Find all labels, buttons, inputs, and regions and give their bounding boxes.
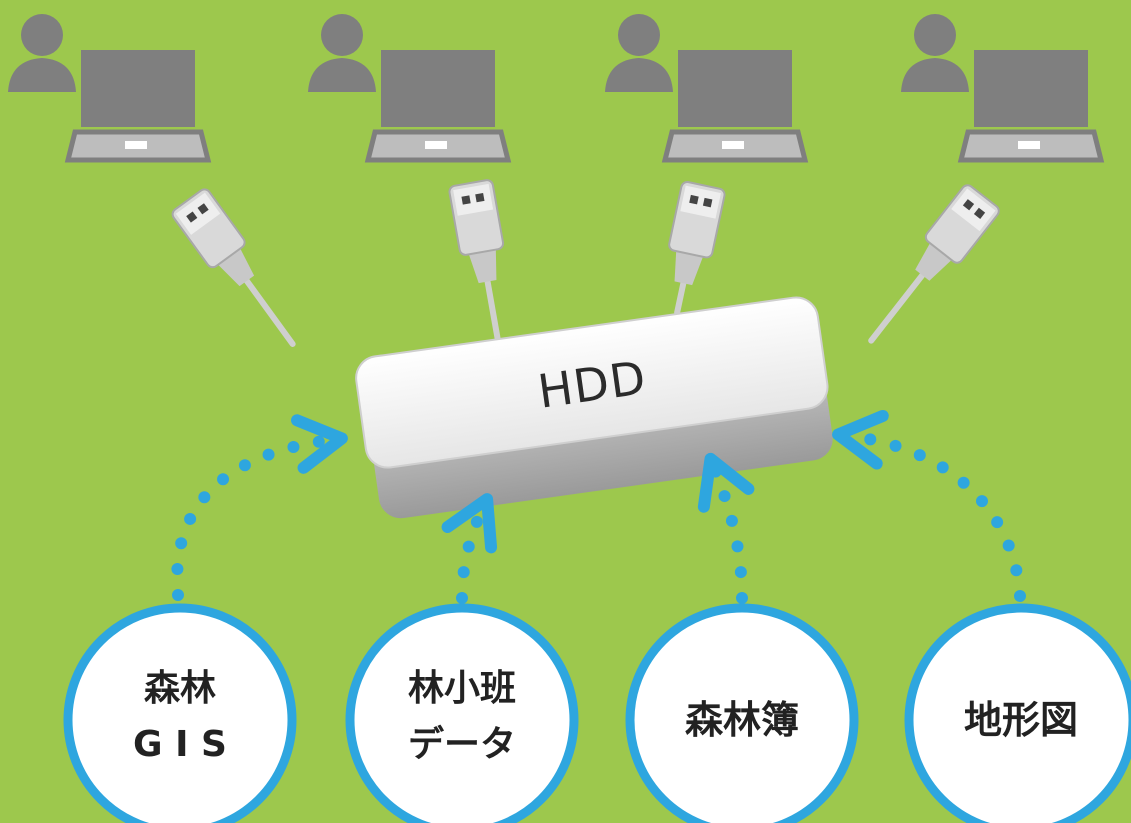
arrow-chikeizu-to-hdd <box>832 409 1026 602</box>
user-laptop-icon <box>605 14 809 163</box>
usb-plug-icon <box>448 179 505 352</box>
user-laptop-icon <box>308 14 512 163</box>
usb-plug-icon <box>668 181 726 316</box>
arrows <box>171 409 1026 604</box>
data-source-gis: 森林 G I S <box>63 603 297 823</box>
data-source-shinrinbo: 森林簿 <box>625 603 859 823</box>
data-source-label: 地形図 <box>964 698 1078 742</box>
data-source-label: 林小班 <box>408 668 516 709</box>
user-laptop-icon <box>901 14 1105 163</box>
data-source-sublabel: データ <box>408 723 516 765</box>
arrow-rinsyohan-to-hdd <box>441 493 498 604</box>
data-source-label: 森林 <box>144 668 216 709</box>
user-laptop-icon <box>8 14 212 163</box>
usb-plug-icon <box>171 188 296 347</box>
data-source-sublabel: G I S <box>133 724 227 765</box>
data-source-rinsyohan: 林小班 データ <box>345 603 579 823</box>
hdd-device-icon: HDD <box>355 296 833 519</box>
data-source-label: 森林簿 <box>685 698 799 742</box>
data-source-chikeizu: 地形図 <box>904 603 1131 823</box>
arrow-shinrinbo-to-hdd <box>697 452 755 604</box>
usb-plug-icon <box>868 184 1000 344</box>
arrow-gis-to-hdd <box>171 414 348 601</box>
